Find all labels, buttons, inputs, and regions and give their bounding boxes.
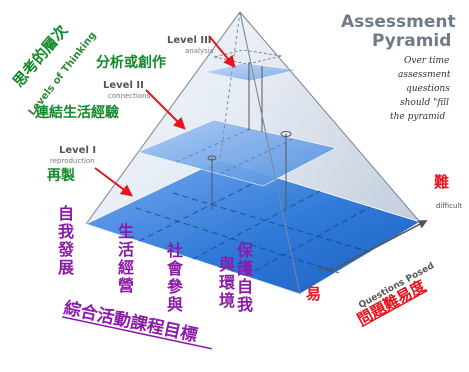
domain-glyph: 經	[118, 258, 134, 277]
domain-glyph: 參	[167, 277, 184, 296]
domain-columns: 自我發展 生活經營 社會參與 與環境 保護自我	[57, 204, 254, 314]
level-3-arrow	[208, 35, 236, 68]
domain-social-participation: 社會參與	[166, 241, 184, 314]
difficulty-easy-zh: 易	[306, 285, 321, 303]
domain-protection-part-1: 與環境	[219, 255, 236, 310]
domain-glyph: 我	[237, 295, 253, 314]
difficulty-hard-zh: 難	[434, 173, 449, 191]
questions-posed-label: Questions Posed 問題難易度	[354, 261, 436, 329]
domain-protection-part-2: 保護自我	[236, 241, 254, 314]
domain-glyph: 會	[166, 259, 184, 278]
note-block: Over time assessment questions should "f…	[390, 56, 451, 122]
curriculum-label: 綜合活動課程目標	[62, 297, 212, 350]
level-2-chinese: 連結生活經驗	[35, 104, 119, 121]
domain-glyph: 生	[118, 222, 134, 241]
domain-glyph: 營	[118, 276, 134, 295]
domain-glyph: 展	[58, 258, 75, 277]
level-1-arrow	[94, 167, 133, 197]
note-line: should "fill	[400, 98, 449, 108]
domain-glyph: 保	[236, 241, 254, 260]
domain-glyph: 自	[237, 277, 253, 296]
level-2-arrow	[145, 89, 186, 130]
pyramid-plane-level-3-upper	[213, 49, 283, 65]
note-line: questions	[406, 84, 450, 94]
level-2-label: Level II	[103, 80, 144, 91]
difficulty-hard-en: difficult	[436, 202, 462, 210]
level-3-label: Level III	[167, 35, 212, 46]
note-line: Over time	[404, 56, 449, 66]
domain-glyph: 發	[57, 240, 75, 259]
note-line: assessment	[398, 70, 451, 80]
domain-self-development: 自我發展	[57, 204, 75, 277]
domain-life-management: 生活經營	[118, 222, 134, 295]
level-1-label: Level I	[59, 145, 96, 156]
difficulty-axis-arrow	[335, 220, 428, 269]
domain-glyph: 護	[237, 259, 254, 278]
title-line-1: Assessment	[341, 12, 456, 32]
domain-glyph: 活	[118, 240, 134, 259]
domain-glyph: 自	[58, 204, 74, 223]
domain-glyph: 境	[219, 291, 235, 310]
level-3-sublabel: analysis	[185, 47, 214, 55]
level-1-sublabel: reproduction	[50, 157, 95, 165]
pyramid-pins	[207, 62, 292, 210]
base-grid	[135, 174, 371, 277]
note-line: the pyramid	[390, 112, 446, 122]
pyramid-edges	[85, 11, 421, 295]
domain-glyph: 與	[167, 295, 183, 314]
level-1-chinese: 再製	[47, 167, 75, 184]
domain-glyph: 社	[166, 241, 183, 260]
level-3-chinese: 分析或創作	[96, 54, 166, 71]
domain-glyph: 環	[219, 273, 236, 292]
title-line-2: Pyramid	[372, 31, 451, 51]
difficulty-easy-en: easy	[318, 265, 334, 273]
domain-glyph: 我	[58, 222, 74, 241]
level-2-sublabel: connections	[108, 92, 151, 100]
domain-glyph: 與	[219, 255, 235, 274]
